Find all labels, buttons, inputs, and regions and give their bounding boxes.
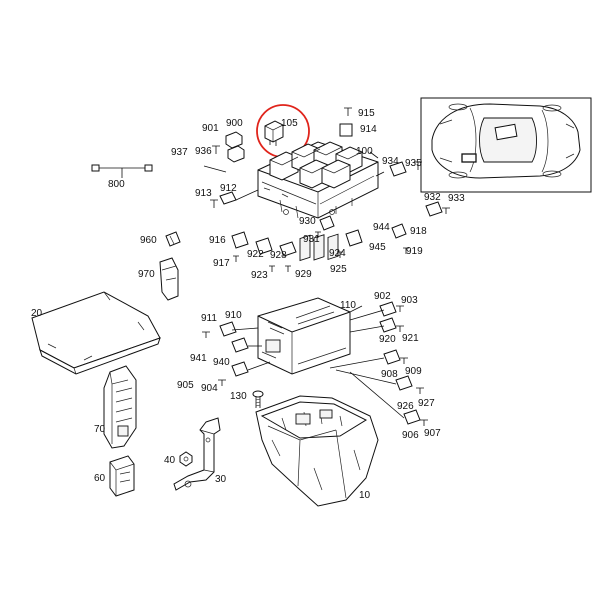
callout-20: 20 (31, 308, 43, 319)
callout-960: 960 (140, 235, 157, 246)
callout-914: 914 (360, 124, 377, 135)
callout-941: 941 (190, 353, 207, 364)
callout-908: 908 (381, 369, 398, 380)
callout-901: 901 (202, 123, 219, 134)
callout-935: 935 (405, 158, 422, 169)
callout-926: 926 (397, 401, 414, 412)
callout-913: 913 (195, 188, 212, 199)
bracket-60[interactable] (109, 455, 135, 497)
callout-10: 10 (359, 490, 371, 501)
callout-910: 910 (225, 310, 242, 321)
leader-lines (203, 151, 405, 419)
callout-909: 909 (405, 366, 422, 377)
callout-905: 905 (177, 380, 194, 391)
callout-902: 902 (374, 291, 391, 302)
callout-921: 921 (402, 333, 419, 344)
callout-903: 903 (401, 295, 418, 306)
callout-936: 936 (195, 146, 212, 157)
callout-924: 924 (329, 248, 346, 259)
callout-906: 906 (402, 430, 419, 441)
control-module[interactable] (257, 233, 351, 375)
callout-927: 927 (418, 398, 435, 409)
callout-918: 918 (410, 226, 427, 237)
callout-110: 110 (340, 300, 356, 311)
relay-block-group (269, 141, 363, 189)
callout-937: 937 (171, 147, 188, 158)
callout-800: 800 (108, 179, 125, 190)
callout-922: 922 (247, 249, 264, 260)
callout-930: 930 (299, 216, 316, 227)
callout-907: 907 (424, 428, 441, 439)
connector-icons (219, 123, 443, 425)
callout-919: 919 (406, 246, 423, 257)
callout-40: 40 (164, 455, 176, 466)
callout-904: 904 (201, 383, 218, 394)
callout-945: 945 (369, 242, 386, 253)
location-marker (461, 153, 477, 163)
callout-labels: 10 20 30 40 60 70 100 110 130 800 900 90… (31, 108, 465, 501)
screw-icon (252, 390, 264, 408)
callout-130: 130 (230, 391, 247, 402)
callout-933: 933 (448, 193, 465, 204)
callout-934: 934 (382, 156, 399, 167)
callout-100: 100 (356, 146, 373, 157)
fuse-relay-box[interactable] (257, 141, 379, 219)
callout-105: 105 (281, 118, 298, 129)
vehicle-locator-inset (420, 97, 592, 193)
holder-970[interactable] (159, 257, 179, 301)
cover-panel[interactable] (31, 291, 161, 375)
callout-944: 944 (373, 222, 390, 233)
callout-912: 912 (220, 183, 237, 194)
callout-916: 916 (209, 235, 226, 246)
callout-925: 925 (330, 264, 347, 275)
mounting-bracket[interactable] (173, 417, 221, 491)
callout-928: 928 (270, 250, 287, 261)
callout-917: 917 (213, 258, 230, 269)
lower-housing[interactable] (255, 395, 379, 507)
clip-960[interactable] (165, 231, 181, 247)
callout-70: 70 (94, 424, 106, 435)
cable-800[interactable] (91, 164, 153, 178)
callout-911: 911 (201, 313, 217, 324)
callout-929: 929 (295, 269, 312, 280)
fuse-pin-icons (202, 107, 450, 426)
relay-icon (264, 120, 284, 146)
callout-920: 920 (379, 334, 396, 345)
connector-slots (265, 233, 339, 353)
callout-30: 30 (215, 474, 227, 485)
callout-931: 931 (303, 234, 320, 245)
nut-icon (179, 451, 193, 467)
callout-923: 923 (251, 270, 268, 281)
callout-932: 932 (424, 192, 441, 203)
callout-900: 900 (226, 118, 243, 129)
callout-940: 940 (213, 357, 230, 368)
car-outline-icon (431, 103, 581, 179)
bracket-70[interactable] (103, 365, 137, 449)
callout-915: 915 (358, 108, 375, 119)
callout-970: 970 (138, 269, 155, 280)
callout-60: 60 (94, 473, 106, 484)
